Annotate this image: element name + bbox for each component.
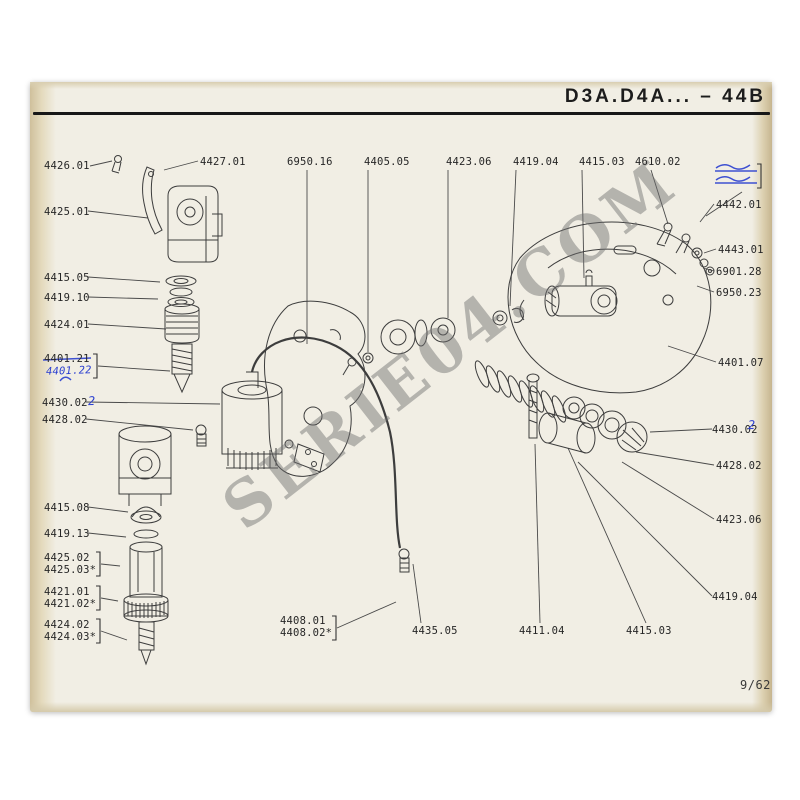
part-number-label: 4426.01 [44,160,90,172]
part-number-label: 4421.01 [44,586,90,598]
part-number-label: 4415.08 [44,502,90,514]
page-title: D3A.D4A... – 44B [564,86,766,107]
handwritten-part-number: 4401.22 [45,364,92,378]
part-number-label: 4442.01 [716,199,762,211]
part-number-label: 4443.01 [718,244,764,256]
part-number-label: 6950.16 [287,156,333,168]
part-number-label: 4435.05 [412,625,458,637]
part-number-label-crossed-out: 4401.21 [44,353,90,365]
part-number-label: 4419.10 [44,292,90,304]
part-number-label: 4419.04 [513,156,559,168]
part-number-label: 4419.04 [712,591,758,603]
part-number-label: 4401.07 [718,357,764,369]
part-number-label: 4425.03* [44,564,97,576]
bracket-marks [93,163,762,644]
part-number-label: 4415.03 [579,156,625,168]
page-right-edge-shade [752,82,772,712]
part-number-label: 4421.02* [44,598,97,610]
part-number-label: 6950.23 [716,287,762,299]
handwritten-blue-mark: 2 [87,393,96,409]
part-number-label: 4419.13 [44,528,90,540]
part-number-label: 4408.02* [280,627,333,639]
part-number-label: 4428.02 [42,414,88,426]
header-rule [33,112,770,115]
part-number-label: 4405.05 [364,156,410,168]
handwritten-blue-mark: 2 [747,417,756,433]
part-number-label: 4428.02 [716,460,762,472]
part-number-label: 4423.06 [716,514,762,526]
part-number-label: 4430.02 [712,424,758,436]
part-number-label: 4425.01 [44,206,90,218]
part-number-label: 4423.06 [446,156,492,168]
part-number-label: 4415.05 [44,272,90,284]
part-number-label: 4408.01 [280,615,326,627]
part-number-label: 4424.01 [44,319,90,331]
leader-lines [85,160,743,641]
part-number-label: 4424.03* [44,631,97,643]
part-number-label: 4610.02 [635,156,681,168]
part-number-label: 4424.02 [44,619,90,631]
part-number-label: 4411.04 [519,625,565,637]
page-top-edge-shade [30,82,772,89]
part-number-label: 4415.03 [626,625,672,637]
page-left-edge-shade [30,82,56,712]
catalog-page [30,82,772,712]
part-number-label: 4425.02 [44,552,90,564]
part-number-label: 4430.02 [42,397,88,409]
parts-line-art [111,155,715,666]
handwritten-blue-ink [42,164,757,382]
part-number-label: 6901.28 [716,266,762,278]
page-bottom-edge-shade [30,702,772,712]
page-number: 9/62 [740,678,771,692]
part-number-label: 4427.01 [200,156,246,168]
